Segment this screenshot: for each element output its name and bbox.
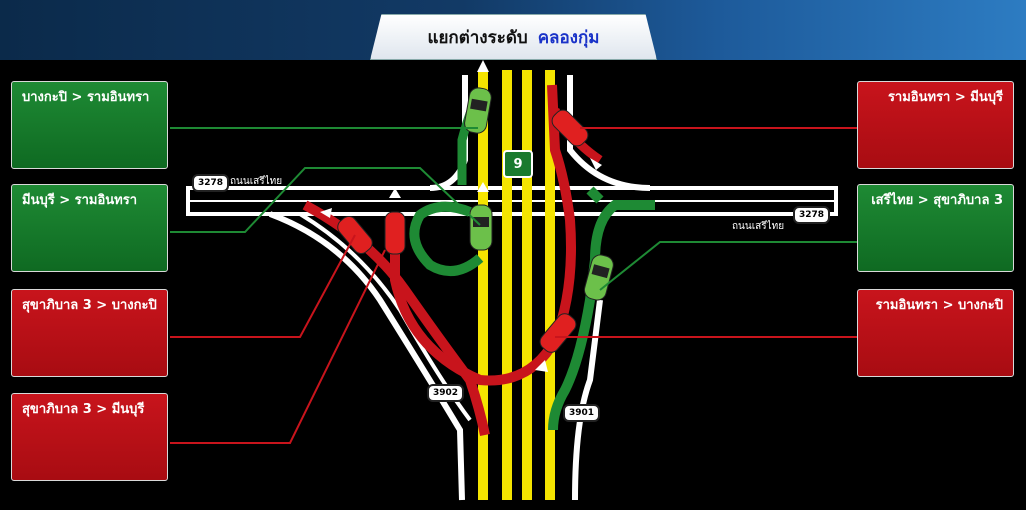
direction-arrows <box>320 60 602 372</box>
car-green-1-icon <box>464 87 492 134</box>
panel-ramintra-bangkapi[interactable]: รามอินทรา > บางกะปิ <box>857 289 1014 377</box>
panel-label: สุขาภิบาล 3 > บางกะปิ <box>22 298 157 313</box>
place-name: คลองกุ่ม <box>537 27 600 48</box>
leader-lines <box>170 127 857 444</box>
car-red-3-icon <box>384 211 406 255</box>
route-9-lanes <box>478 70 555 500</box>
panel-minburi-ramintra[interactable]: มีนบุรี > รามอินทรา <box>11 184 168 272</box>
panel-ramintra-minburi[interactable]: รามอินทรา > มีนบุรี <box>857 81 1014 169</box>
route-3278-shield-left: 3278 <box>192 174 230 192</box>
panel-label: บางกะปิ > รามอินทรา <box>22 90 150 105</box>
green-stub <box>586 186 604 204</box>
panel-serithai-sukhaphiban3[interactable]: เสรีไทย > สุขาภิบาล 3 <box>857 184 1014 272</box>
seri-thai-label-left: ถนนเสรีไทย <box>230 176 283 187</box>
road-edge-sw <box>268 211 465 501</box>
route-9-sign: 9 <box>503 150 533 178</box>
road-edge-se <box>572 299 603 501</box>
car-green-3-icon <box>583 254 614 301</box>
route-3278-shield-right: 3278 <box>793 206 831 224</box>
green-loop-west <box>409 201 484 277</box>
panel-sukhaphiban3-bangkapi[interactable]: สุขาภิบาล 3 > บางกะปิ <box>11 289 168 377</box>
green-route-east <box>548 200 655 431</box>
panel-label: เสรีไทย > สุขาภิบาล 3 <box>871 193 1003 208</box>
car-green-2-icon <box>469 204 493 251</box>
panel-label: รามอินทรา > มีนบุรี <box>887 90 1003 105</box>
panel-label: รามอินทรา > บางกะปิ <box>875 298 1003 313</box>
seri-thai-label-right: ถนนเสรีไทย <box>732 221 785 232</box>
panel-label: มีนบุรี > รามอินทรา <box>22 193 138 208</box>
panel-bangkapi-ramintra[interactable]: บางกะปิ > รามอินทรา <box>11 81 168 169</box>
route-3902-shield: 3902 <box>427 384 465 402</box>
panel-label: สุขาภิบาล 3 > มีนบุรี <box>22 402 145 417</box>
panel-sukhaphiban3-minburi[interactable]: สุขาภิบาล 3 > มีนบุรี <box>11 393 168 481</box>
route-3901-shield: 3901 <box>563 404 601 422</box>
car-red-1-icon <box>551 109 589 147</box>
title-plate: แยกต่างระดับ คลองกุ่ม <box>370 14 657 60</box>
road-edge-ne <box>567 75 651 191</box>
car-red-4-icon <box>539 313 577 353</box>
page-title: แยกต่างระดับ <box>427 27 528 48</box>
